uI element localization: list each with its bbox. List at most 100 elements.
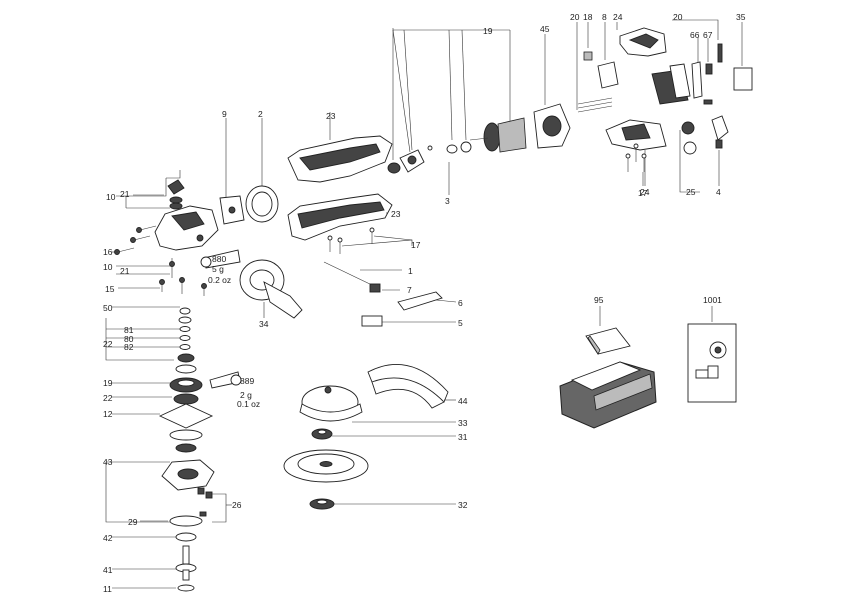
guard-33 (299, 385, 363, 422)
label-45: 45 (540, 24, 550, 34)
screws-16 (114, 225, 157, 255)
spindle-41 (175, 545, 197, 581)
label-9: 9 (222, 109, 227, 119)
label-5: 5 (458, 318, 463, 328)
fan-25 (681, 121, 697, 155)
part-18 (583, 51, 593, 61)
part-5-pad (361, 315, 383, 327)
electronics-module (651, 43, 723, 105)
nut-stack (169, 196, 183, 210)
label-31: 31 (458, 432, 468, 442)
label-32: 32 (458, 500, 468, 510)
grease-889-code: 889 (240, 376, 254, 386)
bevel-gear-19 (169, 377, 203, 393)
upper-housing-23 (287, 112, 393, 183)
label-2: 2 (258, 109, 263, 119)
label-81: 81 (124, 325, 134, 335)
label-4: 4 (716, 187, 721, 197)
grease-880-weight: 5 g (212, 264, 224, 274)
washer-42 (175, 532, 197, 542)
label-18: 18 (583, 12, 593, 22)
label-10-top: 10 (106, 192, 116, 202)
part-8-switch (597, 61, 619, 89)
label-17-right: 17 (638, 188, 648, 198)
cover-24-top (619, 27, 667, 57)
label-50: 50 (103, 303, 113, 313)
part-35-label (733, 67, 753, 91)
washer-a (178, 316, 192, 324)
label-12: 12 (103, 409, 113, 419)
manual-95 (585, 327, 631, 355)
bar-strips (577, 97, 613, 113)
nut-32 (309, 498, 335, 510)
label-35: 35 (736, 12, 746, 22)
grease-889-oz: 0.1 oz (237, 399, 260, 409)
guard-44 (367, 364, 449, 409)
gear-head-housing (154, 205, 219, 251)
screws-17-middle (327, 227, 375, 254)
grease-880-code: 880 (212, 254, 226, 264)
grinding-disc (283, 449, 369, 483)
box-1001 (687, 323, 737, 403)
flange-housing-43 (161, 443, 215, 491)
label-8: 8 (602, 12, 607, 22)
label-22-top: 22 (103, 339, 113, 349)
grease-880-oz: 0.2 oz (208, 275, 231, 285)
label-22-mid: 22 (103, 393, 113, 403)
end-cap-24 (605, 119, 667, 151)
label-6: 6 (458, 298, 463, 308)
rotor-19 (469, 117, 527, 153)
label-44: 44 (458, 396, 468, 406)
label-19-top: 19 (483, 26, 493, 36)
bearing-22 (173, 393, 199, 405)
stator-45 (533, 103, 571, 149)
part-4-connector (711, 115, 729, 149)
flange-31 (311, 428, 333, 440)
shim-stack (175, 326, 197, 374)
label-25: 25 (686, 187, 696, 197)
label-82: 82 (124, 342, 134, 352)
label-26: 26 (232, 500, 242, 510)
label-43: 43 (103, 457, 113, 467)
label-20-a: 20 (570, 12, 580, 22)
label-66: 66 (690, 30, 700, 40)
label-10-lower: 10 (103, 262, 113, 272)
plate-12 (158, 403, 214, 429)
grease-tube-889 (209, 371, 242, 389)
label-11: 11 (103, 584, 112, 594)
cable-1 (323, 261, 381, 293)
bearing-and-washers (387, 141, 472, 174)
battery-pack (559, 361, 657, 429)
label-15: 15 (105, 284, 115, 294)
part-50 (179, 307, 191, 315)
o-ring (169, 429, 203, 441)
label-1001: 1001 (703, 295, 722, 305)
label-20-b: 20 (673, 12, 683, 22)
label-19-left: 19 (103, 378, 113, 388)
screw-group-15 (159, 261, 207, 296)
part-6-slider (397, 291, 443, 311)
side-handle-34 (239, 259, 303, 319)
part-2-flange (245, 185, 279, 223)
label-67: 67 (703, 30, 713, 40)
label-24-top: 24 (613, 12, 623, 22)
label-3: 3 (445, 196, 450, 206)
label-21-top: 21 (120, 189, 130, 199)
callout-19-bracket (392, 28, 511, 160)
label-41: 41 (103, 565, 113, 575)
label-42: 42 (103, 533, 113, 543)
ring-11 (177, 584, 195, 592)
lock-parts-26 (197, 487, 213, 517)
label-29: 29 (128, 517, 138, 527)
label-23-lower: 23 (391, 209, 401, 219)
label-21-lower: 21 (120, 266, 130, 276)
screws-17 (625, 143, 647, 172)
label-34: 34 (259, 319, 269, 329)
circlip-29 (169, 515, 203, 527)
part-9-plate (219, 195, 245, 225)
part-21-lever (167, 179, 185, 195)
label-17-middle: 17 (411, 240, 421, 250)
grease-889-weight: 2 g (240, 390, 252, 400)
label-1: 1 (408, 266, 413, 276)
